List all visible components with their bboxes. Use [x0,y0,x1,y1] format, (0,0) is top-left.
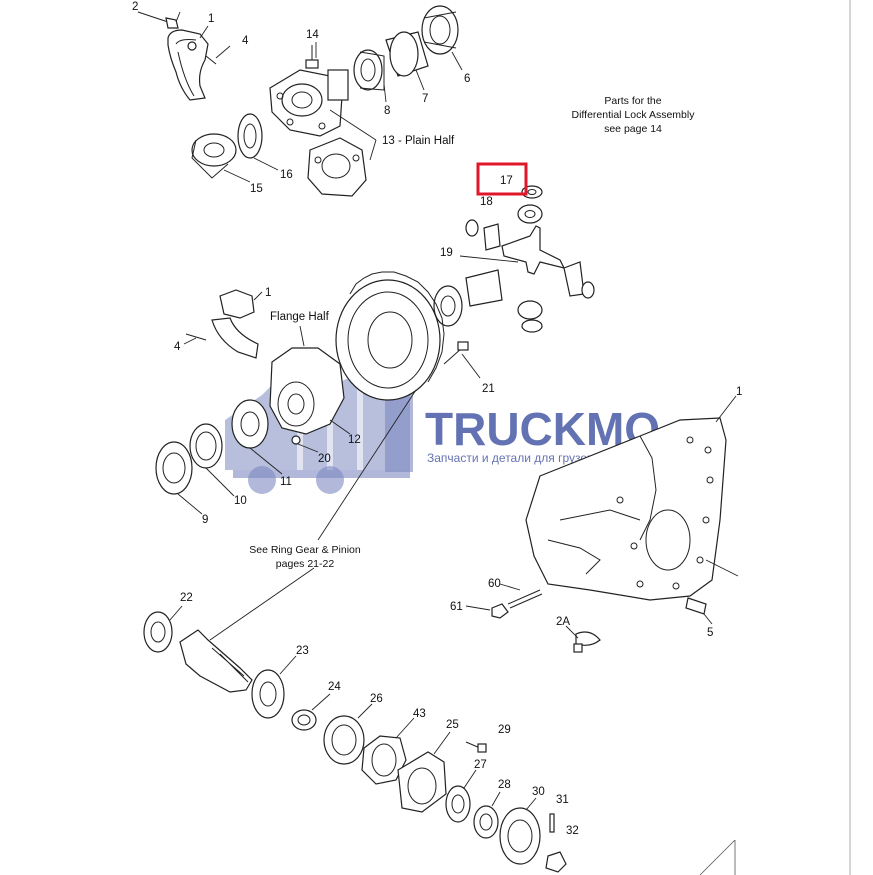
bearing-9 [155,441,193,495]
bearing-6 [421,5,459,55]
callout-19: 19 [440,247,453,259]
ring-gear-note-line2: pages 21-22 [276,558,335,570]
callout-20: 20 [318,453,331,465]
shim-43 [361,717,415,785]
thrust-washer-16 [237,113,263,159]
diff-case-plain-half-top [269,69,349,137]
callout-61: 61 [450,601,463,613]
callout-2a: 2A [556,616,570,628]
callout-16: 16 [280,169,293,181]
callout-28: 28 [498,779,511,791]
bearing-cup-10 [189,423,223,469]
callout-24: 24 [328,681,341,693]
ring-gear [335,271,445,401]
callout-flange-half: Flange Half [270,311,330,323]
callout-7: 7 [422,93,428,105]
callout-6: 6 [464,73,470,85]
nut-32 [545,851,567,873]
callout-29: 29 [498,724,511,736]
spacer-24 [291,693,331,731]
bearing-27 [445,769,477,823]
bearing-cone-8 [353,49,385,91]
callout-26: 26 [370,693,383,705]
callout-15: 15 [250,183,263,195]
callout-1: 1 [265,287,271,299]
diff-case-plain-half-bottom [307,137,367,197]
ring-gear-note-line1: See Ring Gear & Pinion [249,544,361,556]
bolt-21 [443,341,469,365]
callout-22: 22 [180,592,193,604]
bearing-cap-1-mid [211,289,263,359]
diff-lock-note-line3: see page 14 [604,123,662,135]
bolt-14 [305,45,319,69]
nut-20 [291,435,301,445]
callout-21: 21 [482,383,495,395]
callout-4: 4 [242,35,249,47]
callout-30: 30 [532,786,545,798]
pin-4-top [205,45,231,65]
bearing-23 [251,655,297,719]
callout-5: 5 [707,627,713,639]
callout-13: 13 - Plain Half [382,135,455,147]
spider-assembly [433,185,595,333]
callout-9: 9 [202,514,208,526]
drive-pinion [179,629,253,693]
bearing-cone-11 [231,399,269,449]
carrier-housing-1 [525,395,739,601]
callout-23: 23 [296,645,309,657]
highlight-box-17 [476,162,528,196]
bearing-cup-7 [385,31,429,77]
callout-17: 17 [500,175,513,187]
callout-2: 2 [132,1,138,13]
callout-14: 14 [306,29,319,41]
callout-32: 32 [566,825,579,837]
bolt-2 [137,11,181,29]
callout-27: 27 [474,759,487,771]
nut-61 [465,603,509,619]
callout-4: 4 [174,341,181,353]
callout-1: 1 [736,386,742,398]
side-gear-15 [191,133,237,179]
diff-case-flange-half [269,347,345,435]
watermark-tagline: Запчасти и детали для грузовиков [427,451,619,465]
part-2a [565,625,601,653]
bolt-60 [499,583,543,609]
pin-4-mid [183,333,207,345]
gear-30 [499,797,541,865]
callout-1: 1 [208,13,214,25]
pin-31 [549,813,555,833]
bolt-29 [465,741,487,753]
diff-lock-note-line1: Parts for the [604,95,661,107]
callout-43: 43 [413,708,426,720]
callout-31: 31 [556,794,569,806]
diff-lock-note-line2: Differential Lock Assembly [572,109,696,121]
callout-25: 25 [446,719,459,731]
callout-8: 8 [384,105,390,117]
dowel-5 [685,597,713,625]
leader-lines-mid [177,325,481,641]
callout-60: 60 [488,578,501,590]
callout-10: 10 [234,495,247,507]
callout-12: 12 [348,434,361,446]
bearing-28 [473,791,501,839]
bearing-cup-26 [323,703,373,765]
bearing-22 [143,605,183,653]
bearing-cap-1-top [167,25,209,101]
leader-lines-top [223,42,463,183]
bearing-cage-25 [397,731,451,813]
callout-11: 11 [280,476,292,488]
frame-line [699,839,736,875]
callout-18: 18 [480,196,493,208]
